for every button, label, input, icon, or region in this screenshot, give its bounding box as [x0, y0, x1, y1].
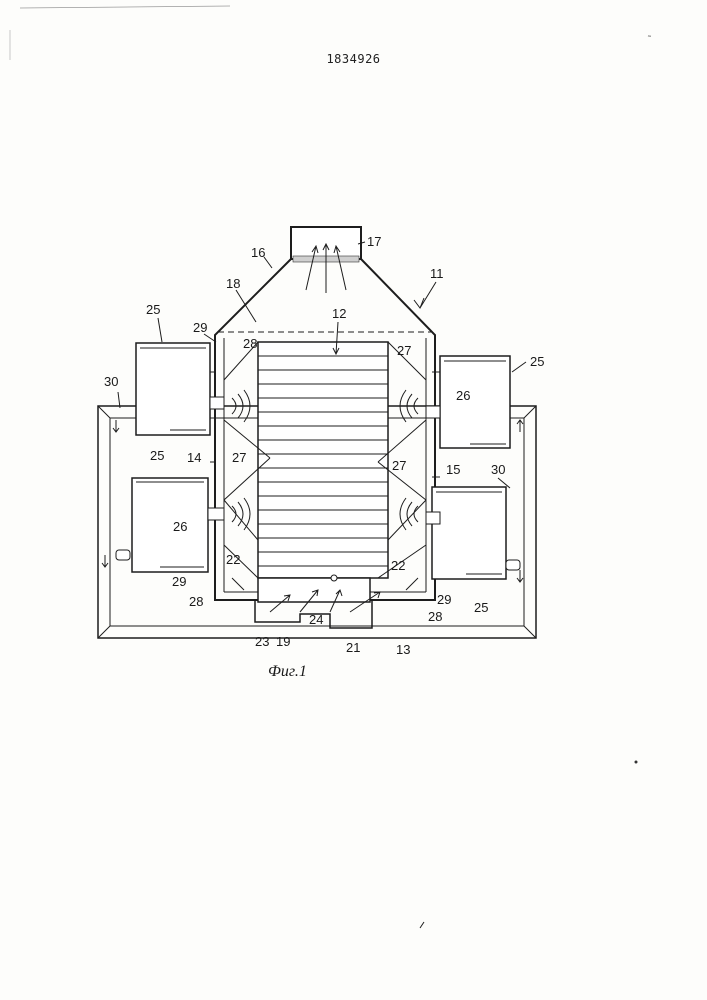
label-28-top-left: 28	[243, 336, 257, 351]
label-19: 19	[276, 634, 290, 649]
label-29-left: 29	[172, 574, 186, 589]
connector	[116, 550, 130, 560]
label-15: 15	[446, 462, 460, 477]
label-22-right: 22	[391, 558, 405, 573]
label-26-left: 26	[173, 519, 187, 534]
arrow-icon	[102, 555, 108, 567]
arrow-icon	[517, 420, 523, 432]
nozzle	[426, 512, 440, 524]
label-17: 17	[367, 234, 381, 249]
label-13: 13	[396, 642, 410, 657]
label-12: 12	[332, 306, 346, 321]
label-22-left: 22	[226, 552, 240, 567]
blower-unit	[432, 487, 506, 579]
label-25-top-left: 25	[146, 302, 160, 317]
sensor-dot	[331, 575, 337, 581]
label-28-right: 28	[428, 609, 442, 624]
label-30-right: 30	[491, 462, 505, 477]
label-28-left: 28	[189, 594, 203, 609]
connector	[506, 560, 520, 570]
stack-body	[258, 342, 388, 578]
label-29-right: 29	[437, 592, 451, 607]
label-26-right: 26	[456, 388, 470, 403]
label-21: 21	[346, 640, 360, 655]
arrow-icon	[113, 420, 119, 432]
blower-unit	[440, 356, 510, 448]
figure-caption: Фиг.1	[268, 663, 307, 680]
label-24: 24	[309, 612, 323, 627]
nozzle	[208, 508, 224, 520]
label-18: 18	[226, 276, 240, 291]
label-14: 14	[187, 450, 201, 465]
material-stack	[258, 342, 388, 602]
label-27-right: 27	[392, 458, 406, 473]
label-27-top-right: 27	[397, 343, 411, 358]
blower-unit	[132, 478, 208, 572]
stray-dot	[635, 761, 638, 764]
blower-unit	[136, 343, 210, 435]
label-25-mid-left: 25	[150, 448, 164, 463]
nozzle	[210, 397, 224, 409]
label-16: 16	[251, 245, 265, 260]
label-23: 23	[255, 634, 269, 649]
label-30-left: 30	[104, 374, 118, 389]
label-25-top-right: 25	[530, 354, 544, 369]
stray-mark: ˜	[647, 34, 652, 44]
scan-line	[20, 6, 230, 8]
label-11: 11	[430, 266, 444, 281]
label-27-left: 27	[232, 450, 246, 465]
bottom-tray	[258, 578, 370, 602]
label-29-top-left: 29	[193, 320, 207, 335]
label-25-bottom-right: 25	[474, 600, 488, 615]
stray-mark	[420, 922, 424, 928]
nozzle	[426, 406, 440, 418]
arrow-icon	[517, 570, 523, 582]
